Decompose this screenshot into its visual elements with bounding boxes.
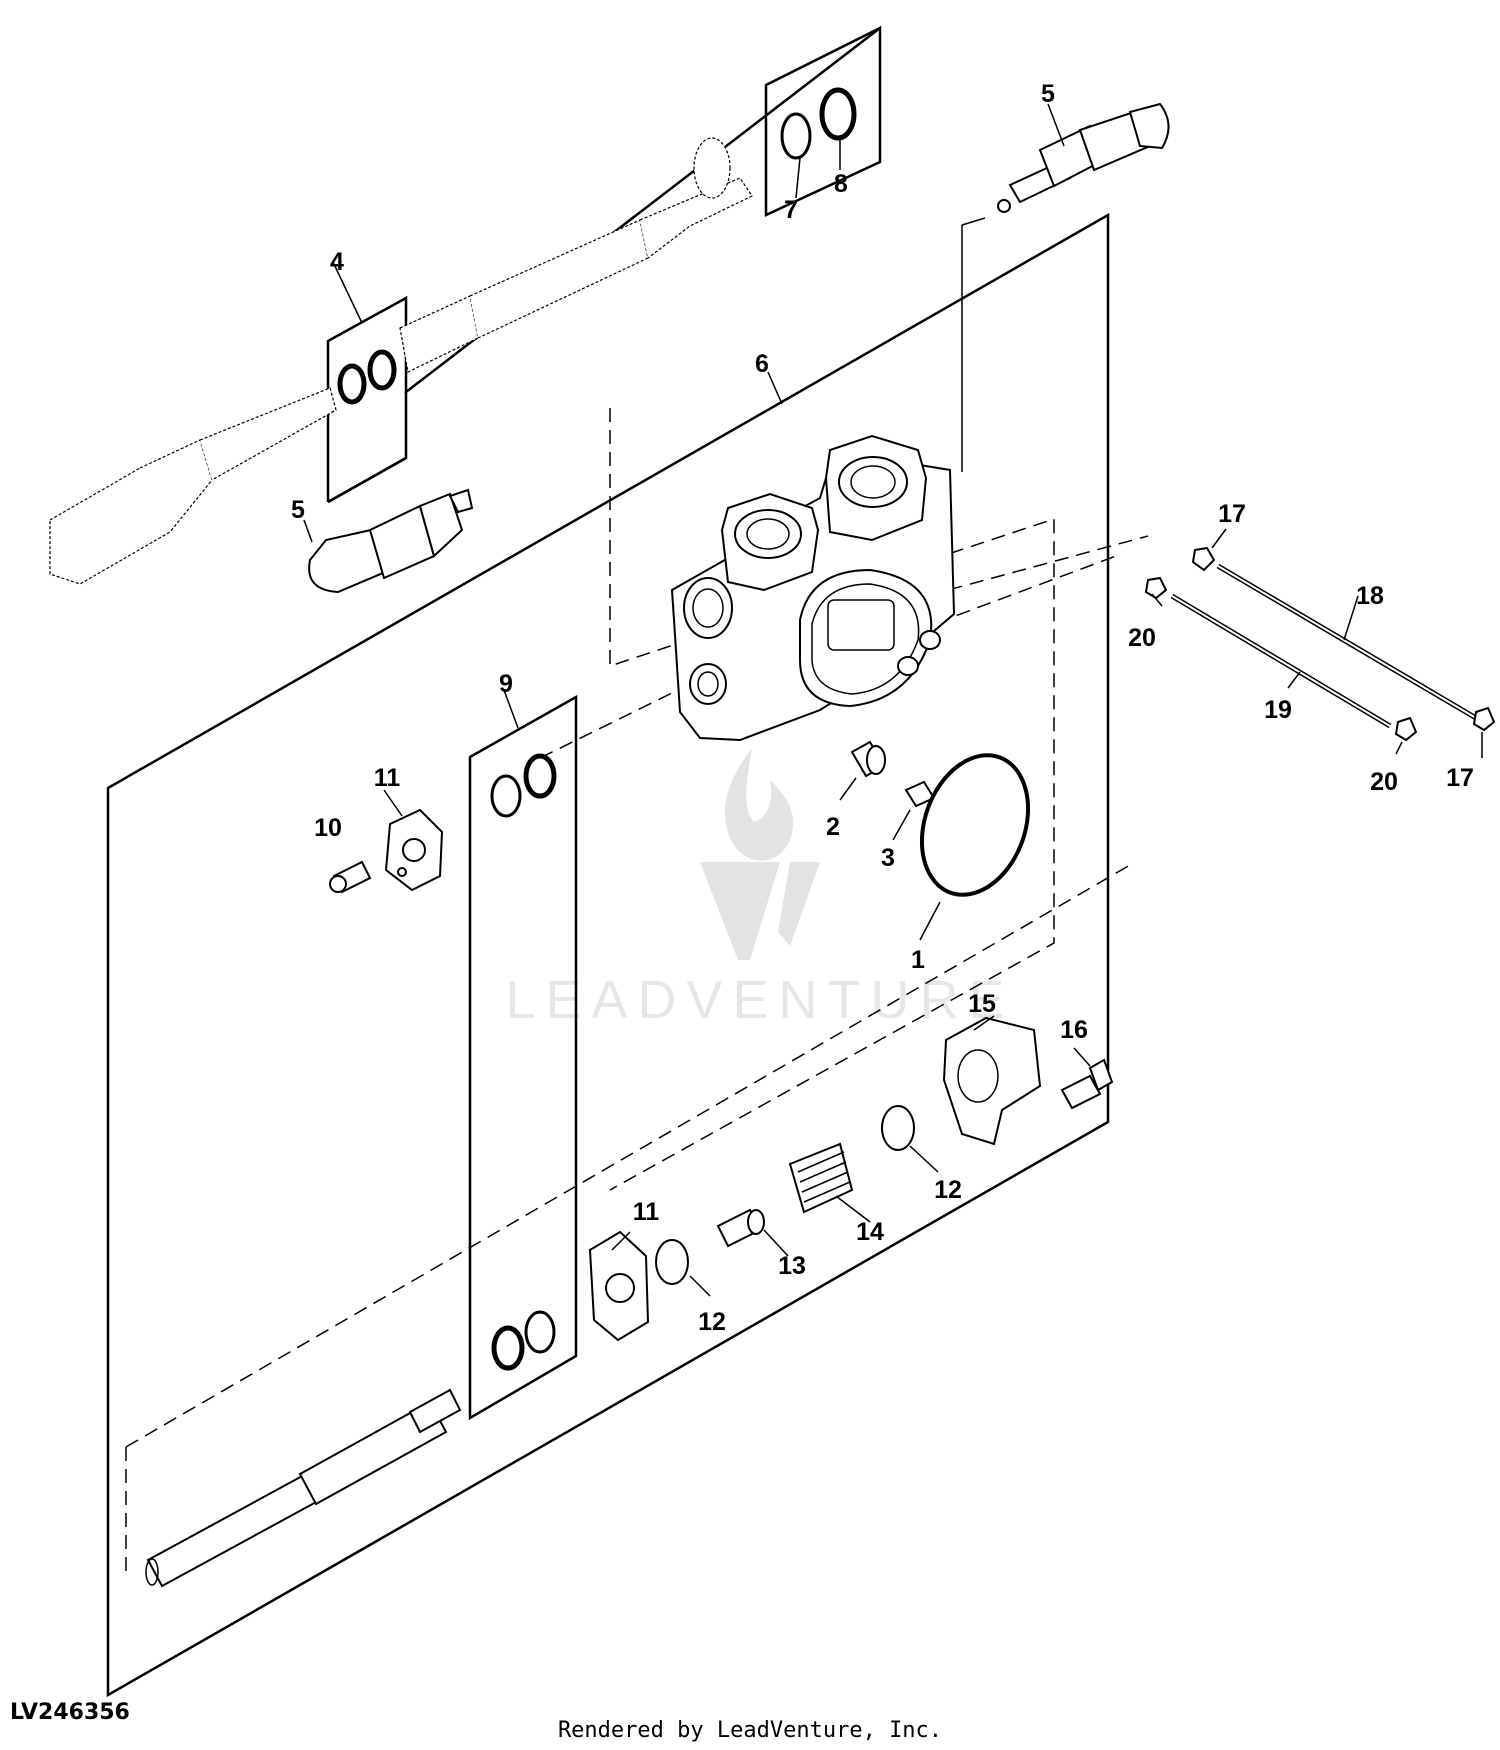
callout-9: 9 xyxy=(499,670,513,698)
watermark-text: LEADVENTURE xyxy=(505,970,1014,1030)
figure-id: LV246356 xyxy=(10,1700,130,1725)
callout-13: 13 xyxy=(778,1252,806,1280)
callout-4: 4 xyxy=(330,248,344,276)
retainer-12-upper xyxy=(881,1105,915,1151)
callout-7: 7 xyxy=(784,196,798,224)
callout-5-left: 5 xyxy=(291,496,305,524)
ghost-spool-upper xyxy=(49,137,753,585)
callout-2: 2 xyxy=(826,813,840,841)
callout-17-lower: 17 xyxy=(1446,764,1474,792)
relief-valve-5-upper xyxy=(997,102,1170,213)
callout-5-upper: 5 xyxy=(1041,80,1055,108)
callout-20-lower: 20 xyxy=(1370,768,1398,796)
callout-16: 16 xyxy=(1060,1016,1088,1044)
callout-11-upper: 11 xyxy=(374,764,401,792)
flange-11-upper xyxy=(384,808,444,892)
watermark-logo: LEADVENTURE xyxy=(505,748,1014,1030)
spring-14 xyxy=(788,1142,854,1214)
callout-1: 1 xyxy=(911,946,925,974)
leader-lines xyxy=(303,103,1483,1297)
o-ring-1 xyxy=(919,753,1031,897)
callout-12-upper: 12 xyxy=(934,1176,962,1204)
poppet-2 xyxy=(850,740,886,778)
render-credit: Rendered by LeadVenture, Inc. xyxy=(557,1718,943,1743)
spring-seat-13 xyxy=(716,1208,765,1248)
cap-15 xyxy=(942,1016,1042,1146)
spool xyxy=(145,1388,462,1588)
seal-7-8 xyxy=(780,87,857,160)
main-frame xyxy=(106,212,1110,1698)
bolt-16 xyxy=(1060,1058,1114,1110)
callout-20-upper: 20 xyxy=(1128,624,1156,652)
nuts-17-20 xyxy=(1144,546,1496,742)
tie-rod-18 xyxy=(1216,563,1478,721)
callout-11-lower: 11 xyxy=(633,1198,660,1226)
callout-3: 3 xyxy=(881,844,895,872)
callout-17-upper: 17 xyxy=(1218,500,1246,528)
callout-15: 15 xyxy=(968,990,996,1018)
callout-14: 14 xyxy=(856,1218,884,1246)
callout-labels: 1 2 3 4 5 5 6 7 8 9 10 11 11 12 12 13 14… xyxy=(291,80,1474,1336)
callout-19: 19 xyxy=(1264,696,1292,724)
callout-12-lower: 12 xyxy=(698,1308,726,1336)
retainer-12-lower xyxy=(655,1239,689,1285)
callout-10: 10 xyxy=(314,814,342,842)
relief-valve-5-left xyxy=(308,488,474,594)
flange-11-lower xyxy=(588,1230,650,1342)
callout-6: 6 xyxy=(755,350,769,378)
valve-body xyxy=(670,434,956,742)
bolt-10 xyxy=(329,860,372,894)
seal-kit-frame-upper xyxy=(326,25,882,502)
callout-18: 18 xyxy=(1356,582,1384,610)
seal-4 xyxy=(337,349,397,405)
seal-kit-frame-9 xyxy=(468,694,578,1421)
callout-8: 8 xyxy=(834,170,848,198)
tie-rod-19 xyxy=(1170,593,1392,729)
seal-9 xyxy=(490,753,557,1371)
